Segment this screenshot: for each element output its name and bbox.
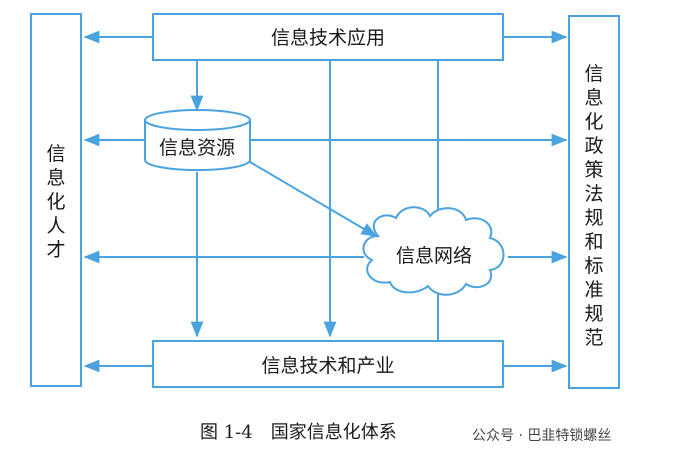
talent-char: 息 [46,167,65,189]
talent-box [30,13,82,387]
resources-cylinder [144,109,251,172]
policy-char: 标 [584,255,603,277]
network-label: 信息网络 [396,245,472,267]
policy-box [568,15,620,389]
talent-char: 化 [46,191,65,213]
figure-caption: 图 1-4 国家信息化体系 [200,422,397,443]
policy-char: 政 [584,135,603,157]
policy-char: 准 [584,279,603,301]
arrow-resources-to-network [249,161,378,237]
connectors [83,30,568,373]
industry-label: 信息技术和产业 [261,355,394,377]
app-box [152,13,504,61]
policy-char: 规 [584,207,603,229]
policy-char: 息 [584,87,603,109]
policy-char: 和 [584,231,603,253]
talent-label: 信息化人才 [46,143,65,261]
watermark-text: 公众号 · 巴韭特锁螺丝 [472,428,611,444]
policy-label: 信息化政策法规和标准规范 [584,63,603,349]
talent-char: 信 [46,143,65,165]
policy-char: 策 [584,159,603,181]
talent-char: 才 [46,239,65,261]
app-label: 信息技术应用 [271,27,385,49]
talent-char: 人 [46,215,65,237]
industry-box [152,340,504,388]
network-cloud [362,206,505,296]
policy-char: 化 [584,111,603,133]
policy-char: 规 [584,303,603,325]
policy-char: 信 [584,63,603,85]
policy-char: 法 [584,183,603,205]
policy-char: 范 [584,327,603,349]
resources-label: 信息资源 [159,137,235,159]
